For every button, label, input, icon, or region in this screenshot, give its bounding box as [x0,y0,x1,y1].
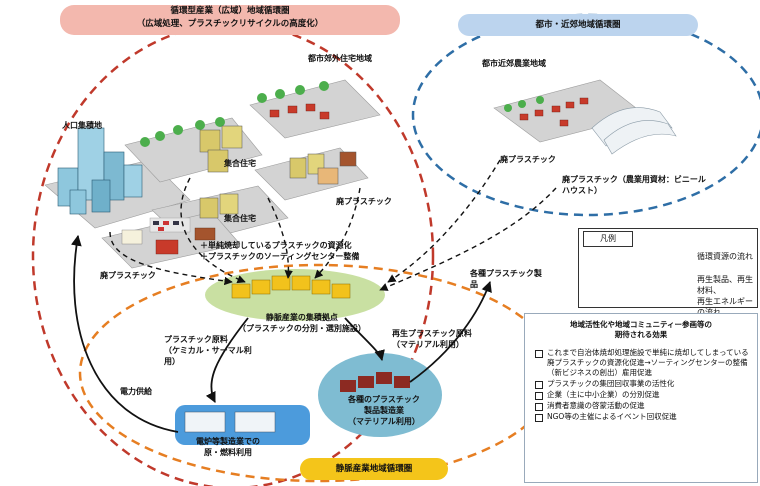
suburban-houses [269,97,589,127]
wide-area-banner: 循環型産業（広域）地域循環圏 （広域処理、プラスチックリサイクルの高度化） [60,5,400,35]
venous-hub-graphic [205,269,385,321]
factories-label: 各種のプラスチック 製品製造業 （マテリアル利用） [348,395,420,426]
population-area-label: 人口集積地 [62,121,102,130]
waste-plastic-label-2: 廃プラスチック [100,271,156,280]
effects-item: これまで自治体焼却処理施設で単純に焼却してしまっている廃プラスチックの資源化促進… [535,348,751,378]
suburban-region-outline [411,13,760,217]
wide-area-region-outline [31,22,435,486]
various-products-label: 各種プラスチック製 品 [470,269,542,289]
effects-list: これまで自治体焼却処理施設で単純に焼却してしまっている廃プラスチックの資源化促進… [525,348,757,422]
effects-item: プラスチックの集団回収事業の活性化 [535,379,751,389]
trees [140,81,544,147]
suburban-farmland-label: 都市近郊農業地域 [482,59,546,68]
effects-item: NGO等の主催によるイベント回収促進 [535,412,751,422]
effects-item: 企業（主に中小企業）の分別促進 [535,390,751,400]
factory-cluster [318,353,442,437]
effects-item: 消費者意識の啓蒙活動の促進 [535,401,751,411]
dashed-flows [109,159,557,291]
suburban-banner: 都市・近郊地域循環圏 [458,14,698,36]
waste-plastic-label-1: 廃プラスチック [336,197,392,206]
city-buildings [57,127,143,215]
waste-plastic-label-3: 廃プラスチック [500,155,556,164]
solid-flows [71,234,492,433]
venous-hub-label: 静脈産業の集積拠点 （プラスチックの分別・選別施設） [238,313,366,333]
parking-area [121,217,216,255]
power-plant-label: 電炉等製造業での 原・燃料利用 [196,437,260,457]
housing-blocks [199,125,357,219]
measures-label: ＋単純焼却しているプラスチックの資源化 ＋プラスチックのソーティングセンター整備 [200,241,360,261]
suburban-residential-label: 都市郊外住宅地域 [308,54,372,63]
effects-box: 地域活性化や地域コミュニティー参画等の 期待される効果 これまで自治体焼却処理施… [524,313,758,483]
power-plant-graphic [175,405,310,445]
legend-title: 凡例 [583,231,633,247]
venous-banner: 静脈産業地域循環圏 [300,458,448,480]
legend-dashed-text: 循環資源の流れ [697,252,753,261]
power-supply-label: 電力供給 [120,387,152,396]
legend-solid-text: 再生製品、再生材料、 再生エネルギーの流れ [697,275,753,317]
legend-box: 凡例 循環資源の流れ 再生製品、再生材料、 再生エネルギーの流れ [578,228,758,317]
effects-title: 地域活性化や地域コミュニティー参画等の 期待される効果 [569,320,713,339]
chem-thermal-label: プラスチック原料 （ケミカル・サーマル利 用） [164,335,252,366]
recycled-material-label: 再生プラスチック原料 （マテリアル利用） [392,329,472,349]
housing-label-1: 集合住宅 [224,159,256,168]
greenhouse [591,107,677,155]
waste-plastic-agri-label: 廃プラスチック（農業用資材：ビニール ハウスト） [562,175,706,195]
housing-label-2: 集合住宅 [224,214,256,223]
